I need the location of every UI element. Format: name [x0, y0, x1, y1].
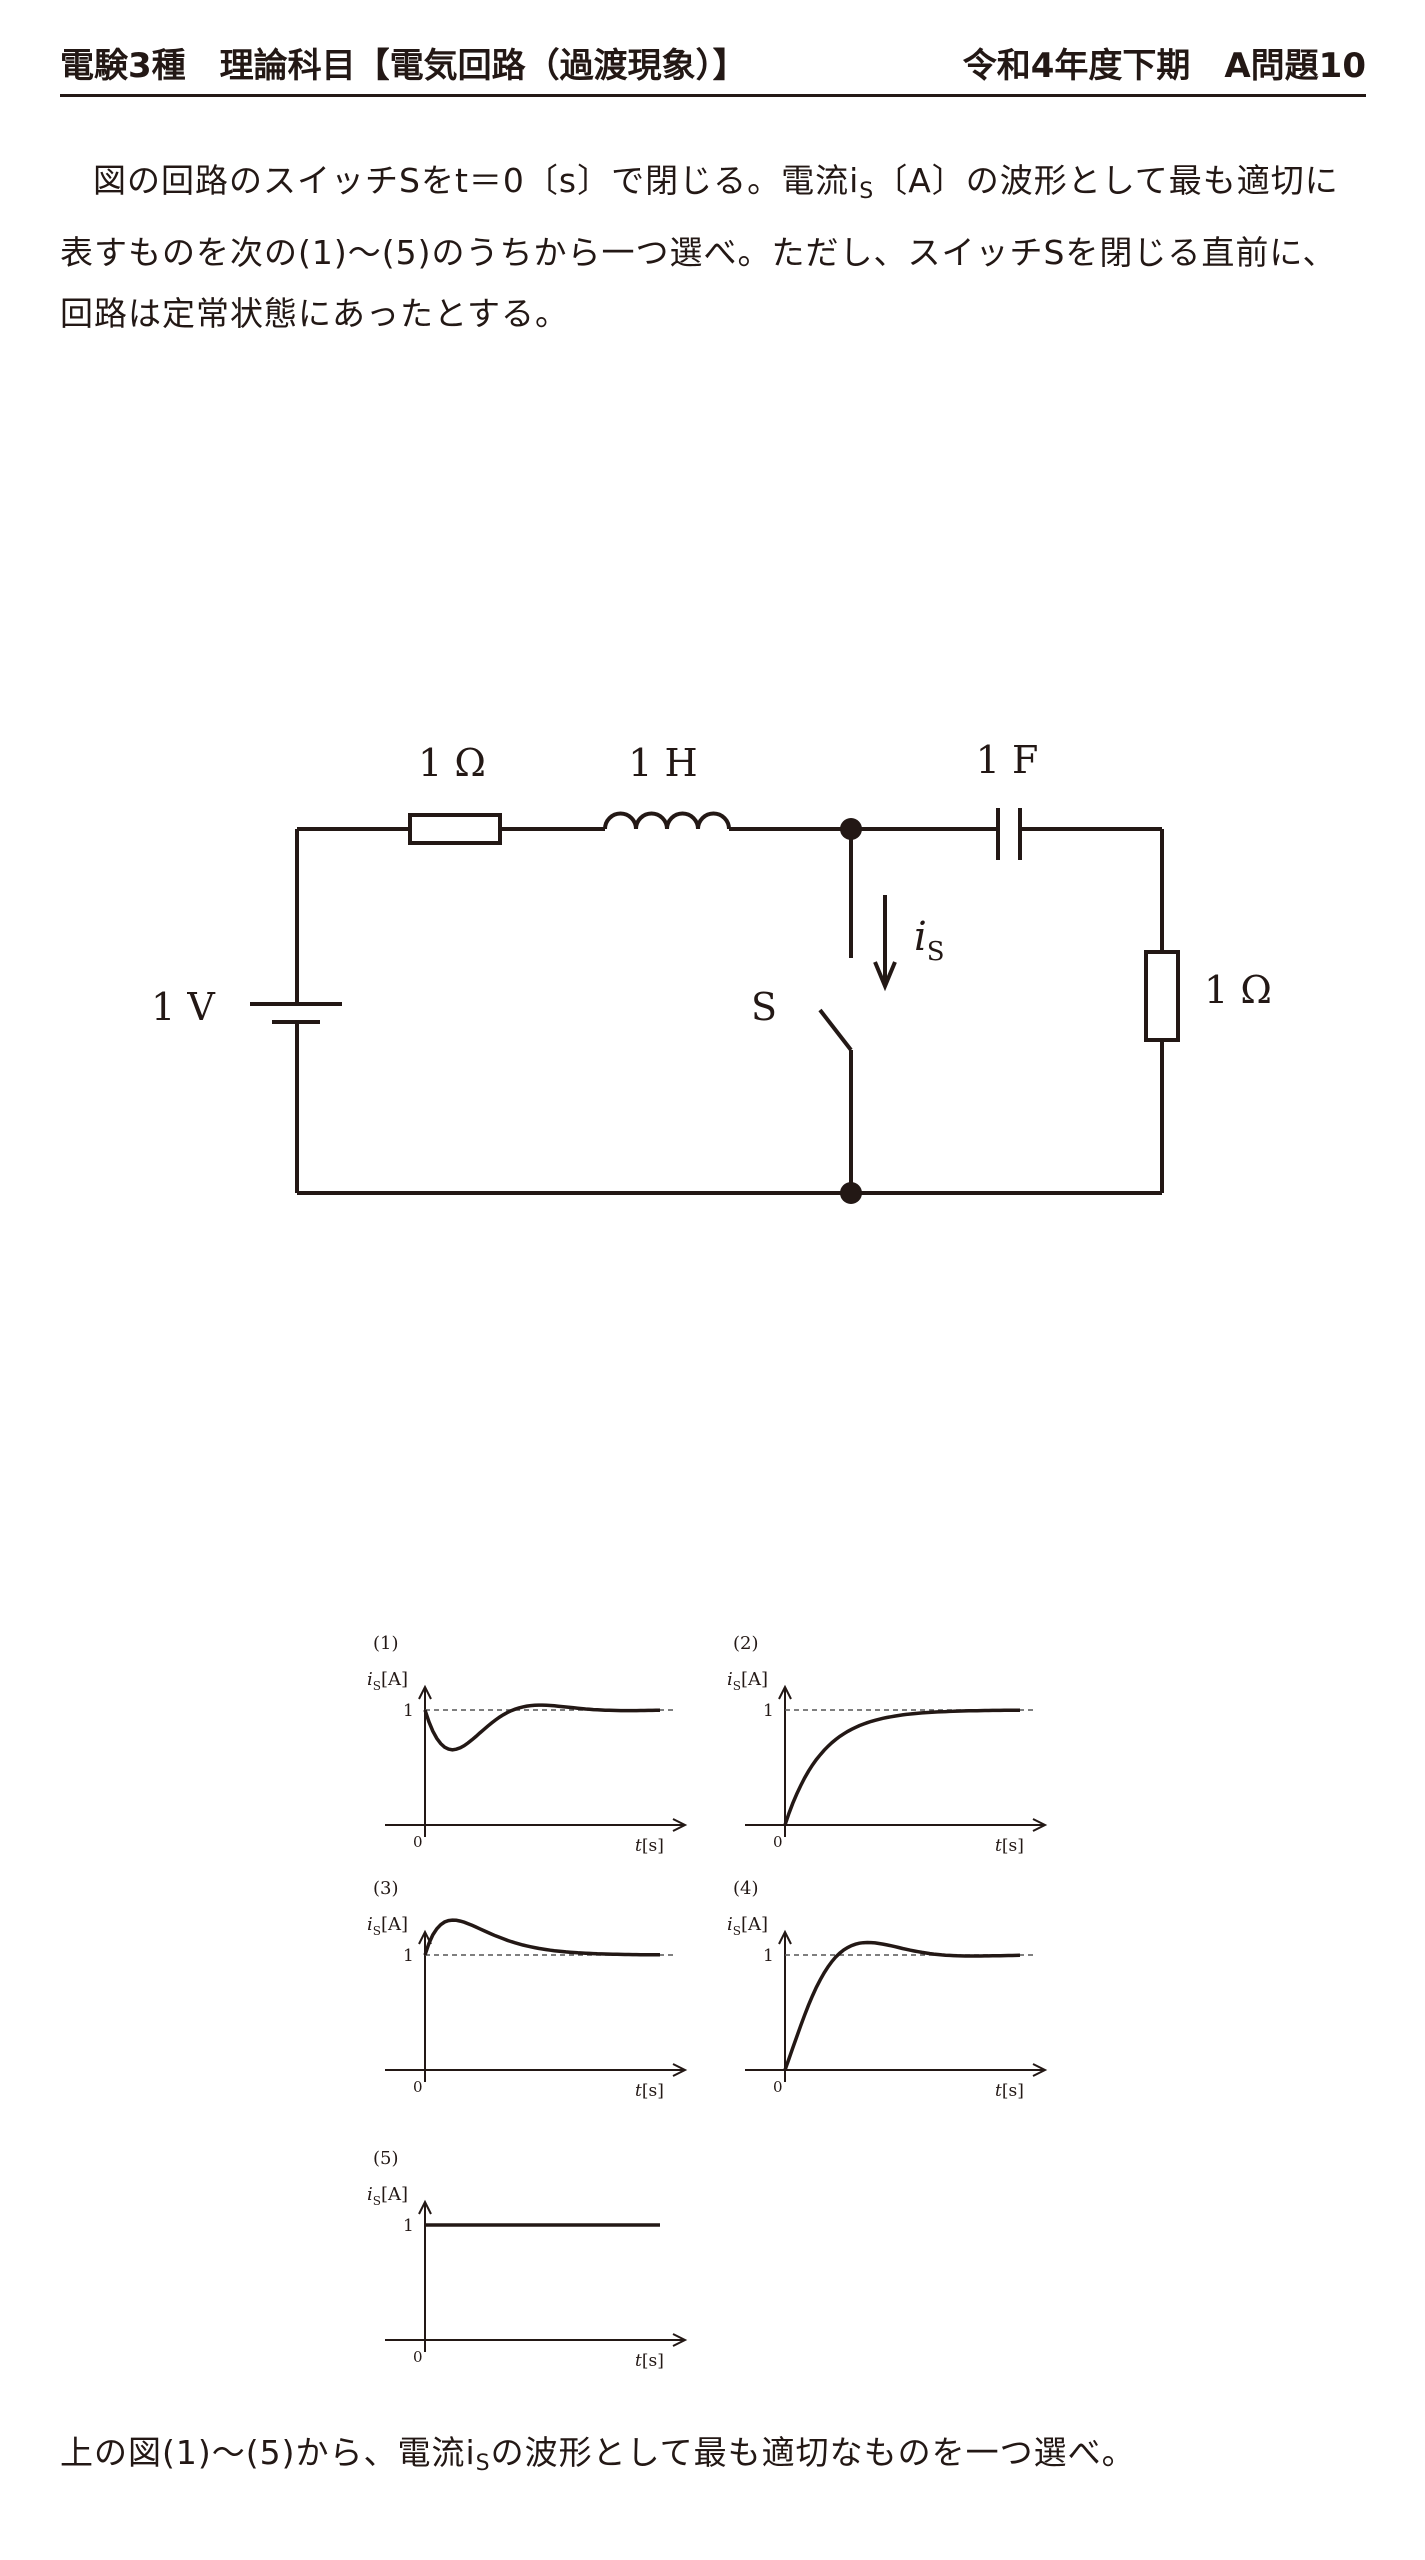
x-axis-arrow	[672, 2333, 688, 2347]
footer-sub: S	[475, 2451, 491, 2476]
x-axis-label: t[s]	[995, 2081, 1024, 2100]
origin-label: 0	[773, 2078, 783, 2096]
option-label: (4)	[733, 1878, 759, 1899]
resistor-1	[408, 813, 502, 845]
y-tick-1: 1	[403, 2216, 414, 2236]
origin-label: 0	[413, 2078, 423, 2096]
waveform-option-5: (5) iS[A] 1 0 t[s]	[367, 2148, 688, 2370]
y-axis-label: iS[A]	[727, 1914, 768, 1938]
waveform-option-3: (3) iS[A] 1 0 t[s]	[367, 1878, 688, 2100]
waveform-curve	[783, 1940, 1021, 2071]
y-axis-arrow	[778, 1929, 792, 1945]
option-label: (1)	[373, 1633, 399, 1654]
resistor-1-label: 1 Ω	[418, 741, 486, 785]
x-axis-arrow	[672, 1818, 688, 1832]
x-axis-label: t[s]	[995, 1836, 1024, 1855]
current-label-i: i	[914, 914, 927, 960]
y-axis-arrow	[778, 1684, 792, 1700]
exam-title: 令和4年度下期 A問題10	[962, 46, 1366, 86]
source-label: 1 V	[151, 985, 215, 1029]
waveform-option-1: (1) iS[A] 1 0 t[s]	[367, 1633, 688, 1855]
y-tick-1: 1	[403, 1946, 414, 1966]
current-label-sub: S	[927, 937, 945, 967]
resistor-2	[1144, 950, 1180, 1042]
x-axis-label: t[s]	[635, 2081, 664, 2100]
y-tick-1: 1	[763, 1701, 774, 1721]
question-part2: 〔A〕の波形として最も適切に表すものを次の(1)〜(5)のうちから一つ選べ。ただ…	[60, 161, 1339, 333]
y-axis-arrow	[418, 1684, 432, 1700]
waveform-curve	[423, 1918, 660, 1957]
y-axis-label: iS[A]	[367, 1669, 408, 1693]
x-axis-arrow	[672, 2063, 688, 2077]
origin-label: 0	[413, 1833, 423, 1851]
resistor-2-label: 1 Ω	[1204, 968, 1272, 1012]
y-axis-label: iS[A]	[367, 2184, 408, 2208]
y-tick-1: 1	[403, 1701, 414, 1721]
question-text: 図の回路のスイッチSをt＝0〔s〕で閉じる。電流iS〔A〕の波形として最も適切に…	[60, 150, 1366, 344]
waveform-curve	[783, 1708, 1020, 1826]
circuit-diagram: 1 Ω 1 H 1 F 1 Ω 1 V S iS	[151, 738, 1272, 1204]
origin-label: 0	[773, 1833, 783, 1851]
inductor-label: 1 H	[628, 741, 697, 785]
y-axis-arrow	[418, 2199, 432, 2215]
capacitor-label: 1 F	[976, 738, 1039, 782]
y-axis-label: iS[A]	[367, 1914, 408, 1938]
current-arrow-head	[873, 961, 897, 992]
waveform-curve	[423, 1703, 660, 1752]
x-axis-arrow	[1032, 2063, 1048, 2077]
option-label: (5)	[373, 2148, 399, 2169]
waveform-option-4: (4) iS[A] 1 0 t[s]	[727, 1878, 1048, 2100]
junction-bottom	[840, 1182, 862, 1204]
y-axis-label: iS[A]	[727, 1669, 768, 1693]
x-axis-label: t[s]	[635, 1836, 664, 1855]
current-label: iS	[914, 914, 945, 967]
waveform-option-2: (2) iS[A] 1 0 t[s]	[727, 1633, 1048, 1855]
footer-part1: 上の図(1)〜(5)から、電流i	[60, 2433, 476, 2472]
subject-title: 電験3種 理論科目【電気回路（過渡現象）】	[60, 46, 747, 86]
switch-label: S	[751, 985, 777, 1029]
header: 電験3種 理論科目【電気回路（過渡現象）】 令和4年度下期 A問題10	[60, 38, 1366, 97]
x-axis-label: t[s]	[635, 2351, 664, 2370]
question-part1: 図の回路のスイッチSをt＝0〔s〕で閉じる。電流i	[93, 161, 860, 200]
junction-top	[840, 818, 862, 840]
switch-blade	[818, 1008, 853, 1052]
option-label: (2)	[733, 1633, 759, 1654]
inductor	[603, 811, 731, 830]
footer-text: 上の図(1)〜(5)から、電流iSの波形として最も適切なものを一つ選べ。	[60, 2428, 1366, 2489]
x-axis-arrow	[1032, 1818, 1048, 1832]
question-sub: S	[859, 179, 875, 204]
origin-label: 0	[413, 2348, 423, 2366]
option-label: (3)	[373, 1878, 399, 1899]
footer-part2: の波形として最も適切なものを一つ選べ。	[490, 2433, 1136, 2472]
y-tick-1: 1	[763, 1946, 774, 1966]
